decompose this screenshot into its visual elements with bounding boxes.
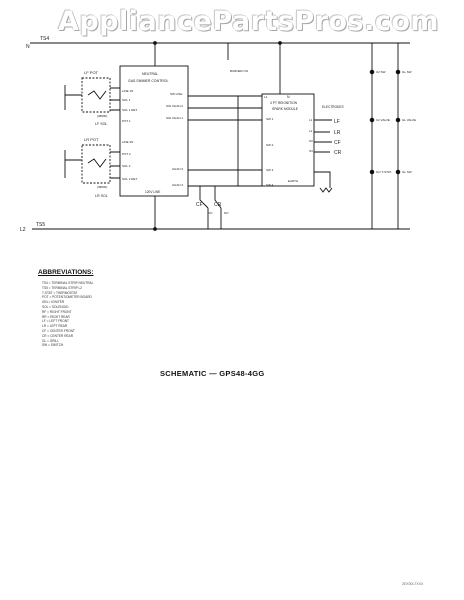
module-out-l2: L2 [309,129,313,133]
lr-pot-label: LR POT [84,137,99,142]
pin-line2n: LINE 2N [122,140,133,144]
pin-sol2-ret: SOL 2 RET [122,177,137,181]
pin-chan3: CHAN 3 [172,167,183,171]
module-out-s4: S4 [309,149,313,153]
switch-cr: CR [214,202,222,208]
module-pin-sw1: SW 1 [266,117,274,121]
lr-pot-box [81,144,111,184]
pin-sol1-ret: SOL 1 RET [122,108,137,112]
burner-on-label: BURNER ON [230,69,248,73]
electrode-lf: LF [334,119,340,125]
lf-pot-label: LF POT [84,70,99,75]
pin-pot2: POT 2 [122,152,131,156]
abbreviation-item: T-STAT = THERMOSTAT [42,290,78,295]
label-l2: L2 [20,227,26,233]
module-pin-l1: L1 [264,95,268,99]
spark-module-box [261,93,315,187]
electrodes-title: ELECTRODES [322,105,344,109]
abbreviation-item: SW = SWITCH [42,343,64,348]
control-title-neutral: NEUTRAL [142,72,158,76]
pin-sol1: SOL 1 [122,98,131,102]
pin-sig-chan1: SIG CHAN 1 [166,116,183,120]
electrode-cr: CR [334,150,342,156]
pin-sw-line: SW LINE [170,92,182,96]
module-out-s3: S3 [309,139,313,143]
module-pin-sw3: SW 3 [266,168,274,172]
abbreviations-list: TS4 = TERMINAL STRIP NEUTRAL TS5 = TERMI… [42,281,93,348]
abbreviation-item: LR = LEFT REAR [42,324,68,329]
label-ts4: TS4 [40,36,49,42]
module-pin-sw4: SW 4 [266,183,274,187]
control-120v: 120V LINE [145,190,160,194]
electrode-cf: CF [334,140,341,146]
watermark: AppliancePartsPros.com [58,6,440,37]
lf-sol-cap: (38000) [97,114,107,118]
abbreviation-item: RF = RIGHT FRONT [42,309,72,314]
switch-cr-code: NO [224,211,229,215]
abbreviation-item: LF = LEFT FRONT [42,319,69,324]
right-label-c2-sw: C2 SW [376,70,386,74]
abbreviation-item: GL = GRILL [42,338,59,343]
abbreviation-item: CF = CENTER FRONT [42,328,75,333]
pin-line1n: LINE 1N [122,89,133,93]
abbreviation-item: TS4 = TERMINAL STRIP NEUTRAL [42,281,94,285]
label-n: N [26,44,30,50]
pin-pot1: POT 1 [122,119,131,123]
control-title-main: GAS SIMMER CONTROL [128,79,169,83]
module-pin-sw2: SW 2 [266,143,274,147]
switch-cf: CF [196,202,203,208]
module-title1: 4 PT REIGNITION [270,101,298,105]
lf-sol-label: LF SOL [95,122,107,126]
switch-cf-code: NO [208,211,213,215]
lr-sol-label: LR SOL [95,194,108,198]
right-label-c2-valve: C2 VALVE [376,118,390,122]
right-label-gl-sw: GL SW [402,70,412,74]
module-n: N [287,95,290,99]
abbreviation-item: SOL = SOLENOID [42,304,69,309]
module-earth: EARTH [288,179,298,183]
schematic-title: SCHEMATIC — GPS48-4GG [160,369,265,378]
electrode-lr: LR [334,130,341,136]
pin-sig-chan2: SIG CHAN 2 [166,104,183,108]
abbreviation-item: IGN = IGNITER [42,300,65,305]
right-label-gl-sw-2: GL SW [402,170,412,174]
pin-chan4: CHAN 4 [172,183,183,187]
module-title2: SPARK MODULE [272,107,299,111]
abbreviation-item: RR = RIGHT REAR [42,314,70,319]
right-label-go-tstat: GO T-STAT [376,170,392,174]
abbreviation-item: TS5 = TERMINAL STRIP L2 [42,285,83,290]
abbreviation-item: POT = POTENTIOMETER BOARD [42,295,92,300]
right-label-gl-valve: GL VALVE [402,118,416,122]
footer-code: 2EX00LTXXX [402,582,424,586]
module-out-l1: L1 [309,118,313,122]
abbreviation-item: CR = CENTER REAR [42,333,74,338]
pin-sol2: SOL 2 [122,164,131,168]
lr-sol-cap: (38000) [97,185,107,189]
label-ts5: TS5 [36,222,45,228]
abbreviations-title: ABBREVIATIONS: [38,269,94,276]
lf-pot-box [81,77,111,113]
gas-simmer-control-box [119,65,189,197]
